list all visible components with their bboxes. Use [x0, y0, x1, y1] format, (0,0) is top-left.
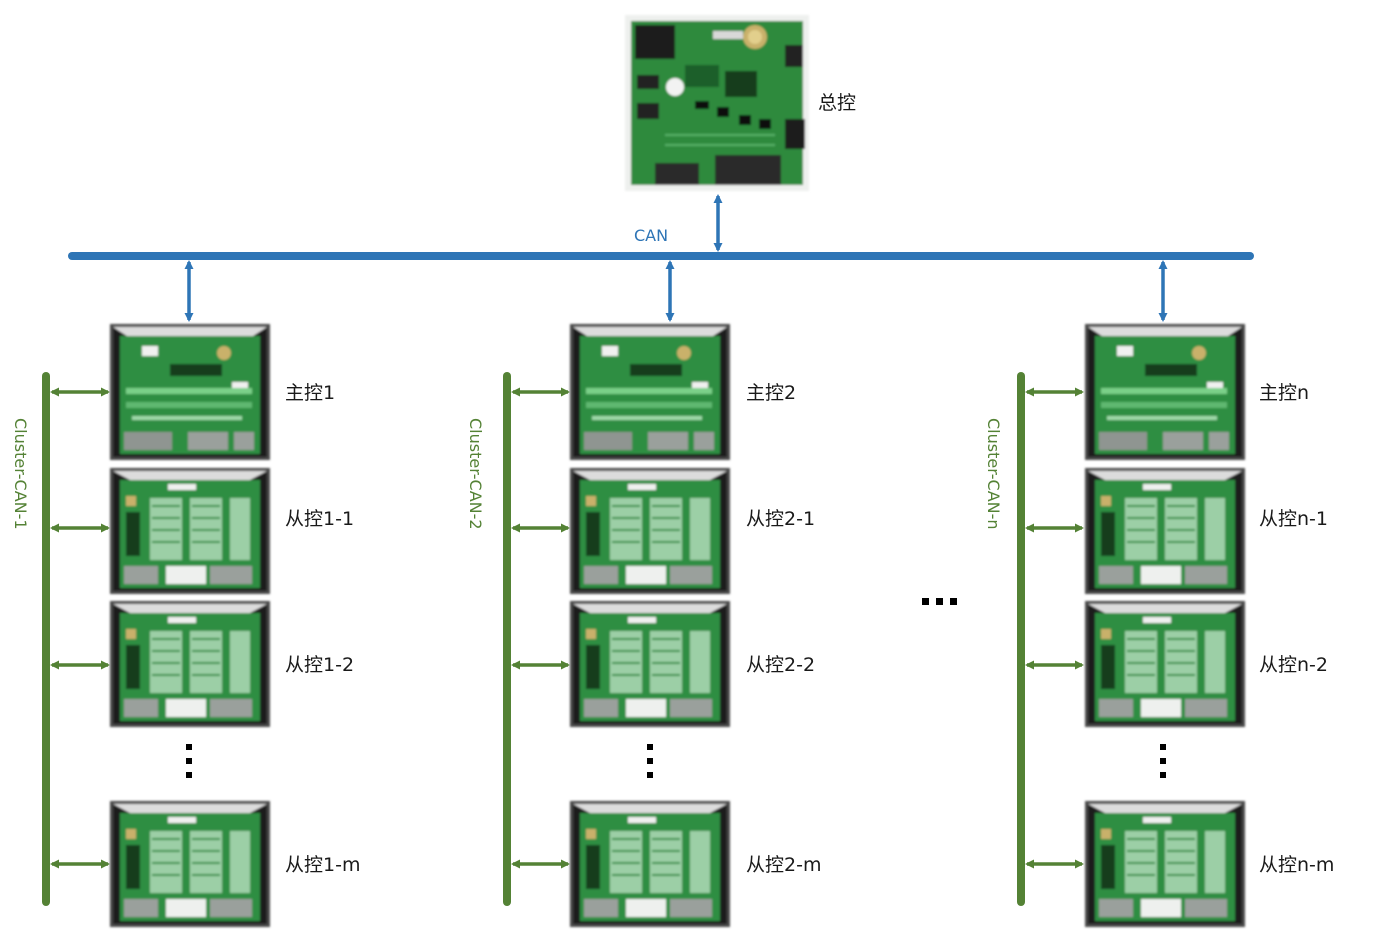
cluster-bus-label: Cluster-CAN-1 [11, 418, 30, 530]
slave-label: 从控n-2 [1259, 654, 1328, 676]
slave-label: 从控n-1 [1259, 508, 1328, 530]
master-label: 主控1 [285, 382, 335, 404]
slave-label: 从控2-1 [746, 508, 815, 530]
master-board-image [570, 324, 730, 460]
master-board-image [110, 324, 270, 460]
cluster-bus-label: Cluster-CAN-n [984, 418, 1003, 530]
vertical-ellipsis [1160, 744, 1166, 778]
slave-label: 从控1-m [285, 854, 360, 876]
main-controller-board-image [625, 15, 809, 191]
cluster-n: Cluster-CAN-n 主控n 从控n-1 从控n-2 从控n-m [984, 324, 1334, 927]
vertical-ellipsis [647, 744, 653, 778]
slave-board-image [110, 468, 270, 594]
slave-label: 从控2-2 [746, 654, 815, 676]
slave-board-image [570, 468, 730, 594]
slave-board-image [110, 601, 270, 727]
slave-label: 从控n-m [1259, 854, 1334, 876]
can-bus-label: CAN [634, 226, 668, 245]
cluster-1: Cluster-CAN-1 主控1 从控1-1 从控1-2 从控1-m [11, 324, 360, 927]
slave-board-image [570, 601, 730, 727]
can-bus: CAN [68, 194, 1254, 322]
master-board-image [1085, 324, 1245, 460]
main-controller-label: 总控 [818, 92, 856, 114]
vertical-ellipsis [186, 744, 192, 778]
slave-board-image [570, 801, 730, 927]
master-label: 主控n [1259, 382, 1309, 404]
cluster-2: Cluster-CAN-2 主控2 从控2-1 从控2-2 从控2-m [466, 324, 821, 927]
master-label: 主控2 [746, 382, 796, 404]
slave-board-image [1085, 801, 1245, 927]
slave-label: 从控2-m [746, 854, 821, 876]
slave-label: 从控1-2 [285, 654, 354, 676]
slave-label: 从控1-1 [285, 508, 354, 530]
cluster-bus-label: Cluster-CAN-2 [466, 418, 485, 530]
slave-board-image [110, 801, 270, 927]
slave-board-image [1085, 601, 1245, 727]
cluster-ellipsis [922, 598, 957, 605]
slave-board-image [1085, 468, 1245, 594]
main-controller-node: 总控 [625, 15, 856, 191]
